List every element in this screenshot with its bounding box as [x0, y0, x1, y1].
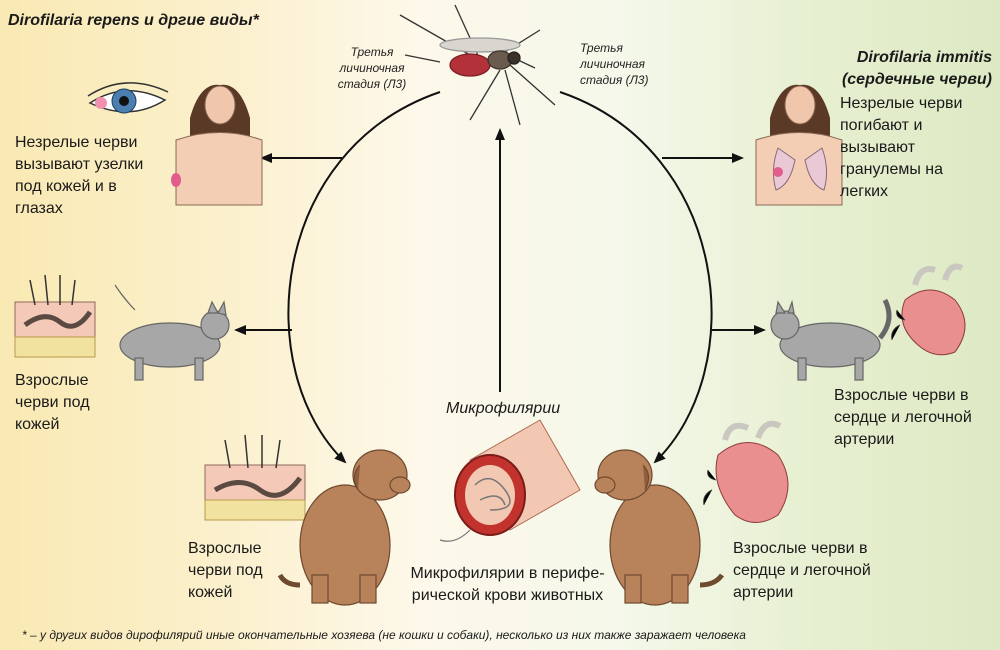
left-human-figure — [171, 84, 263, 206]
left-human-caption-line: глазах — [15, 200, 63, 217]
left-dog-caption: Взрослые черви под кожей — [188, 538, 263, 604]
left-human-caption: Незрелые черви вызывают узелки под кожей… — [15, 132, 143, 220]
right-species-heading: Dirofilaria immitis (сердечные черви) — [842, 47, 992, 91]
right-l3-label: Третья личиночная стадия (Л3) — [580, 40, 690, 88]
right-human-caption: Незрелые черви погибают и вызывают грану… — [840, 93, 962, 203]
left-cat-caption-line: черви под — [15, 394, 90, 411]
right-heart-top — [891, 263, 966, 356]
right-species-line2: (сердечные черви) — [841, 71, 992, 88]
right-human-figure — [755, 84, 843, 206]
left-cat-caption: Взрослые черви под кожей — [15, 370, 90, 436]
left-dog-figure — [277, 449, 411, 606]
right-l3-line1: Третья — [580, 41, 623, 55]
right-dog-caption-line: артерии — [733, 584, 794, 601]
left-cat-caption-line: Взрослые — [15, 372, 89, 389]
right-cat-caption-line: сердце и легочной — [834, 409, 972, 426]
right-human-caption-line: погибают и — [840, 117, 923, 134]
left-cycle-arc — [287, 91, 441, 464]
left-cat-caption-line: кожей — [15, 416, 60, 433]
blood-vessel-icon — [439, 419, 581, 542]
left-human-caption-line: Незрелые черви — [15, 134, 138, 151]
left-human-caption-line: под кожей и в — [15, 178, 117, 195]
left-l3-line3: стадия (Л3) — [337, 77, 407, 91]
microfilariae-label: Микрофилярии — [446, 400, 561, 417]
left-species-heading: Dirofilaria repens и дргие виды* — [8, 12, 259, 29]
eye-icon — [87, 82, 169, 114]
left-cat-figure — [114, 284, 230, 381]
right-dog-caption: Взрослые черви в сердце и легочной артер… — [733, 538, 871, 604]
right-cat-caption-line: Взрослые черви в — [834, 387, 969, 404]
right-human-caption-line: Незрелые черви — [840, 95, 963, 112]
right-cat-caption-line: артерии — [834, 431, 895, 448]
right-dog-caption-line: Взрослые черви в — [733, 540, 868, 557]
right-human-caption-line: легких — [840, 183, 889, 200]
mosquito-icon — [399, 4, 556, 126]
right-heart-bottom — [703, 420, 789, 523]
left-human-caption-line: вызывают узелки — [15, 156, 144, 173]
left-dog-caption-line: кожей — [188, 584, 233, 601]
right-cat-caption: Взрослые черви в сердце и легочной артер… — [834, 385, 972, 451]
right-cycle-arc — [559, 91, 713, 464]
blood-caption: Микрофилярии в перифе- рической крови жи… — [400, 563, 615, 607]
left-l3-line2: личиночная — [339, 61, 405, 75]
right-dog-caption-line: сердце и легочной — [733, 562, 871, 579]
right-human-caption-line: гранулемы на — [840, 161, 944, 178]
right-dog-figure — [594, 449, 725, 606]
footnote: * – у других видов дирофилярий иные окон… — [22, 628, 746, 642]
blood-caption-line: Микрофилярии в перифе- — [410, 565, 605, 582]
left-skin-section-bottom — [204, 434, 306, 521]
left-skin-section-top — [14, 274, 96, 358]
right-l3-line3: стадия (Л3) — [580, 73, 649, 87]
left-l3-line1: Третья — [350, 45, 394, 59]
right-human-caption-line: вызывают — [840, 139, 916, 156]
blood-caption-line: рической крови животных — [411, 587, 604, 604]
left-l3-label: Третья личиночная стадия (Л3) — [322, 44, 422, 92]
left-dog-caption-line: черви под — [188, 562, 263, 579]
left-dog-caption-line: Взрослые — [188, 540, 262, 557]
right-l3-line2: личиночная — [580, 57, 645, 71]
right-species-line1: Dirofilaria immitis — [856, 49, 992, 66]
right-cat-figure — [770, 298, 892, 381]
